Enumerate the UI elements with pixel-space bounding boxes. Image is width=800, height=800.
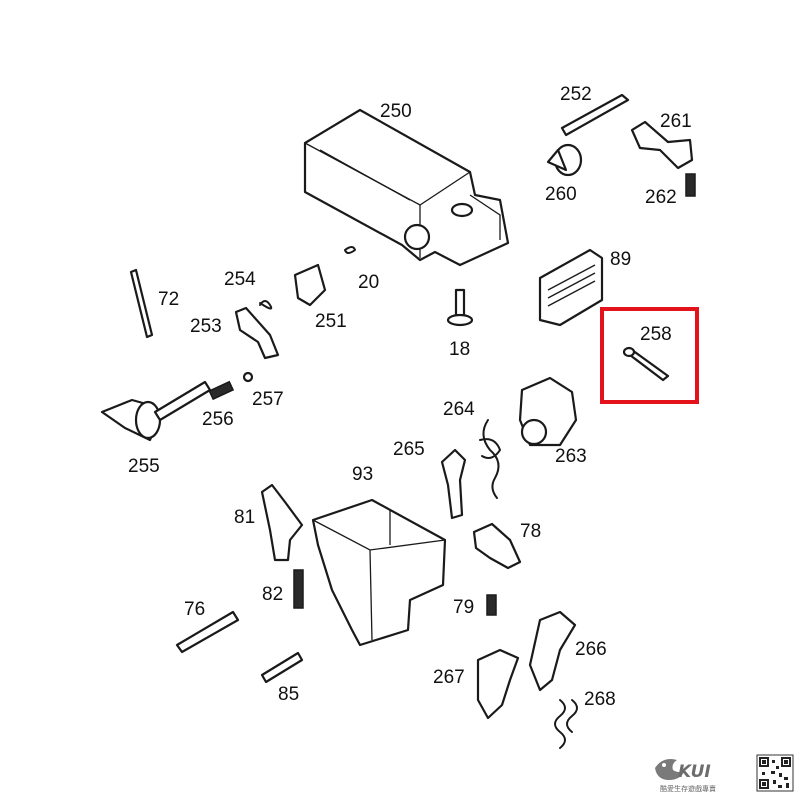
label-258: 258 [640,324,672,345]
part-82-drawing [293,569,304,609]
logo-subtitle: 酷愛生存遊戲專賣 [660,784,716,793]
label-81: 81 [234,507,255,528]
label-76: 76 [184,599,205,620]
label-261: 261 [660,111,692,132]
part-72-drawing [129,268,154,339]
highlight-box-258 [600,307,699,404]
label-251: 251 [315,311,347,332]
part-254-drawing [259,300,273,310]
label-265: 265 [393,439,425,460]
label-20: 20 [358,272,379,293]
label-264: 264 [443,399,475,420]
part-266-drawing [528,610,577,692]
label-93: 93 [352,464,373,485]
part-85-drawing [260,651,304,684]
part-76-drawing [175,610,240,654]
part-89-drawing [538,248,604,327]
label-72: 72 [158,289,179,310]
label-18: 18 [449,339,470,360]
label-266: 266 [575,639,607,660]
qr-code-icon [756,754,794,792]
label-260: 260 [545,184,577,205]
part-256-drawing [208,380,235,401]
part-250-drawing [303,108,510,267]
part-263-drawing [518,376,578,447]
part-78-drawing [472,522,522,570]
label-82: 82 [262,584,283,605]
label-78: 78 [520,521,541,542]
part-93-drawing [311,498,447,647]
label-250: 250 [380,101,412,122]
label-267: 267 [433,667,465,688]
part-268-drawing [554,699,578,749]
label-255: 255 [128,456,160,477]
part-20-drawing [344,246,356,254]
label-253: 253 [190,316,222,337]
kui-dragon-icon [655,759,685,780]
part-18-drawing [446,288,474,327]
part-261-drawing [630,120,694,170]
label-254: 254 [224,269,256,290]
label-263: 263 [555,446,587,467]
part-262-drawing [685,173,696,197]
label-79: 79 [453,597,474,618]
part-255-drawing [100,380,212,442]
part-251-drawing [293,263,327,307]
part-253-drawing [234,306,280,360]
label-85: 85 [278,684,299,705]
part-81-drawing [260,483,304,562]
label-257: 257 [252,389,284,410]
part-257-drawing [242,371,254,383]
part-267-drawing [476,648,520,720]
label-262: 262 [645,187,677,208]
part-265-drawing [440,448,467,520]
part-260-drawing [546,143,583,177]
label-268: 268 [584,689,616,710]
label-89: 89 [610,249,631,270]
part-79-drawing [486,594,497,616]
part-264-drawing [479,419,501,499]
logo-text: KUI [678,762,711,782]
part-252-drawing [560,93,630,137]
part-258-drawing [622,346,670,382]
label-252: 252 [560,84,592,105]
label-256: 256 [202,409,234,430]
